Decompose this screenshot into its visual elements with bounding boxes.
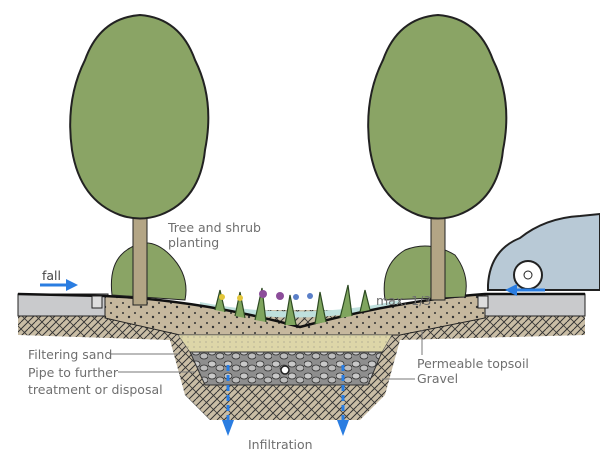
pipe-label: Pipe to further treatment or disposal <box>28 365 163 397</box>
pipe-label-line2: treatment or disposal <box>28 382 163 397</box>
gravel-label: Gravel <box>417 371 459 386</box>
filtering-sand-label: Filtering sand <box>28 347 113 362</box>
fall-arrow-left <box>40 279 78 291</box>
right-pavement <box>479 293 586 317</box>
infiltration-label: Infiltration <box>248 437 313 452</box>
filtering-sand <box>177 334 393 353</box>
car-wheel <box>513 260 543 290</box>
topsoil-label: Permeable topsoil <box>417 356 529 371</box>
right-shrub <box>383 245 467 301</box>
left-shrub <box>110 242 187 301</box>
left-inlet <box>91 295 103 309</box>
car <box>487 212 600 291</box>
perennial-plants <box>214 284 371 326</box>
infiltration-arrows <box>222 365 349 436</box>
drain-pipe <box>280 365 290 375</box>
pipe-label-line1: Pipe to further <box>28 365 118 380</box>
fall-arrow-right <box>505 284 545 296</box>
fall-label: fall <box>42 268 62 283</box>
left-tree-crown <box>69 13 210 220</box>
leader-lines <box>110 330 423 380</box>
right-inlet <box>477 295 489 309</box>
tree-label: Tree and shrub planting <box>168 220 261 250</box>
max-label: max. 1/3 <box>376 293 432 308</box>
right-tree-crown <box>367 13 508 220</box>
tree-label-line1: Tree and shrub <box>168 220 261 235</box>
tree-label-line2: planting <box>168 235 220 250</box>
